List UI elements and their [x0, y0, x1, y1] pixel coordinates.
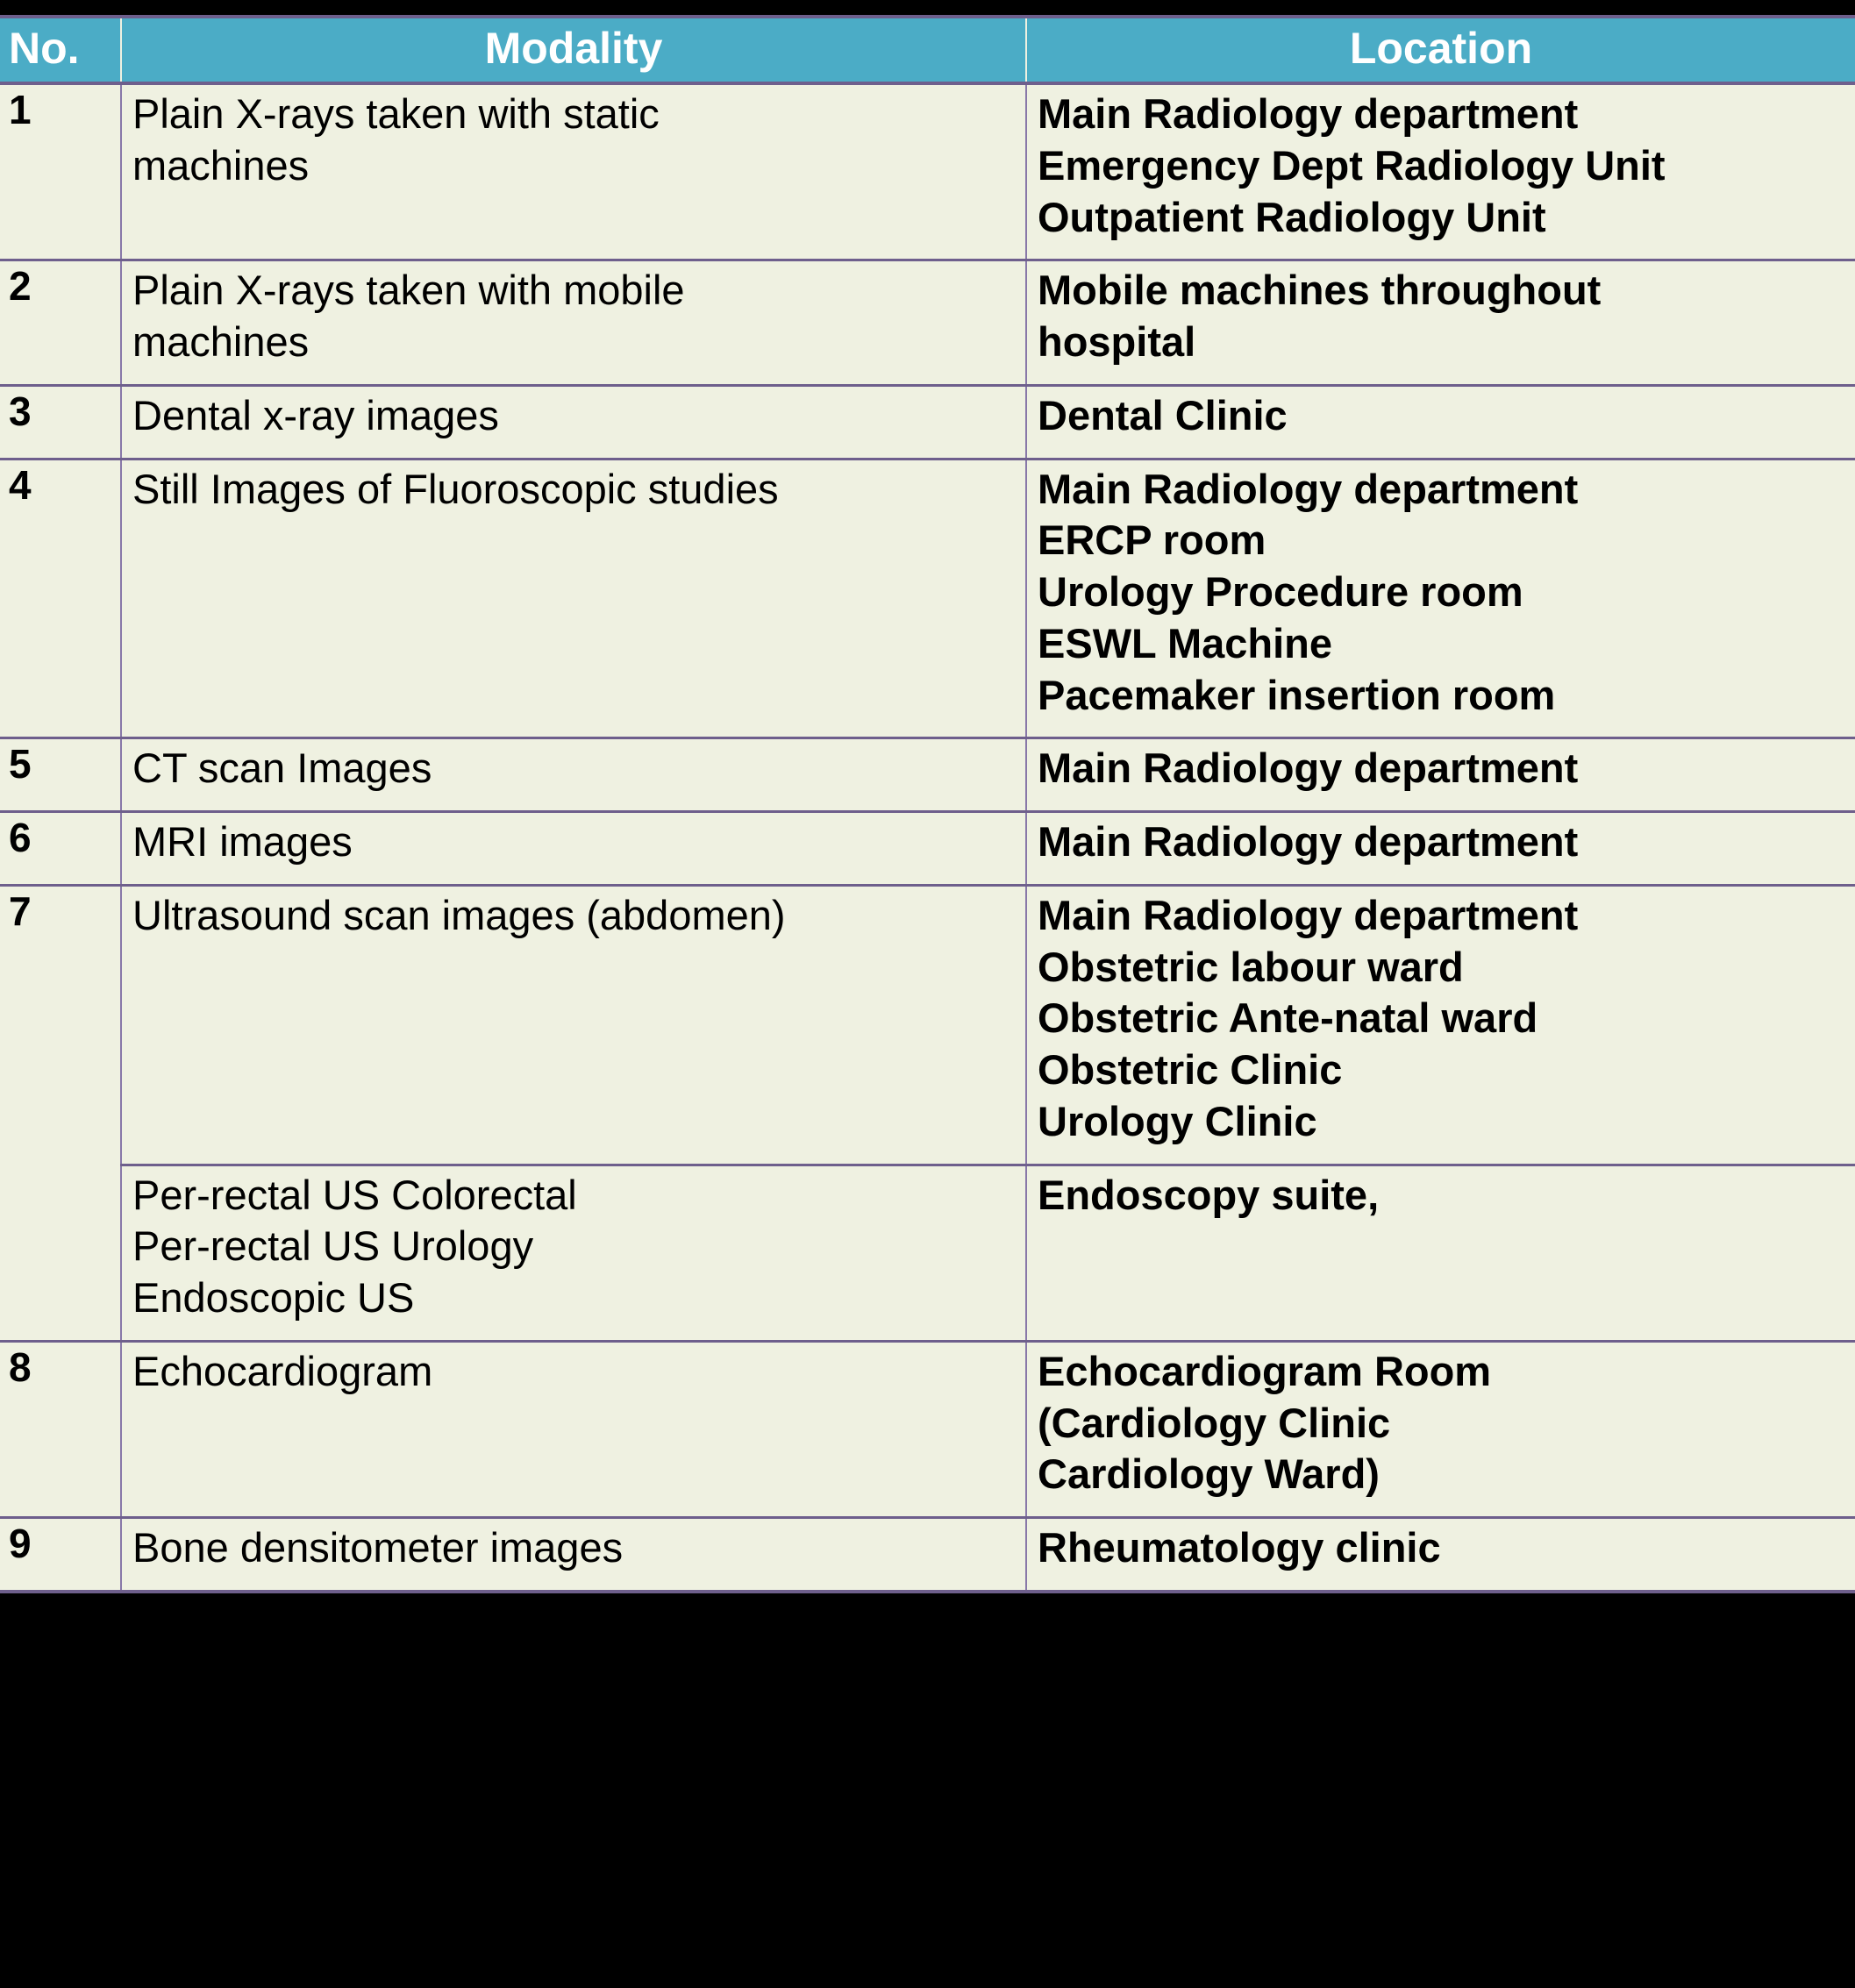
location-line: Main Radiology department: [1038, 891, 1579, 938]
modality-line: Still Images of Fluoroscopic studies: [132, 465, 779, 512]
location-line: Urology Procedure room: [1038, 568, 1523, 615]
modality-line: Per-rectal US Colorectal: [132, 1171, 577, 1218]
location-line: Obstetric Clinic: [1038, 1046, 1343, 1093]
modality-line: Echocardiogram: [132, 1347, 433, 1394]
modality-line: Plain X-rays taken with mobile: [132, 267, 685, 314]
location-line: Outpatient Radiology Unit: [1038, 193, 1546, 240]
location-line: Obstetric Ante-natal ward: [1038, 994, 1538, 1042]
cell-no: 5: [0, 737, 122, 812]
modality-line: Dental x-ray images: [132, 391, 499, 438]
modality-line: machines: [132, 141, 310, 189]
location-line: Cardiology Ward): [1038, 1450, 1380, 1498]
location-line: Emergency Dept Radiology Unit: [1038, 141, 1666, 189]
location-line: (Cardiology Clinic: [1038, 1399, 1391, 1446]
cell-modality: Echocardiogram: [121, 1339, 1027, 1518]
column-header-no: No.: [0, 17, 122, 85]
cell-location: Main Radiology department: [1026, 810, 1855, 886]
header-row: No. Modality Location: [0, 17, 1855, 85]
location-line: Main Radiology department: [1038, 465, 1579, 512]
location-line: Obstetric labour ward: [1038, 943, 1464, 990]
modality-line: Plain X-rays taken with static: [132, 90, 660, 137]
location-line: Main Radiology department: [1038, 90, 1579, 137]
cell-modality: Bone densitometer images: [121, 1515, 1027, 1592]
cell-location: Dental Clinic: [1026, 383, 1855, 459]
modality-line: Endoscopic US: [132, 1274, 415, 1321]
modality-line: MRI images: [132, 818, 353, 865]
column-header-modality: Modality: [121, 17, 1027, 85]
location-line: Urology Clinic: [1038, 1097, 1317, 1144]
location-line: Main Radiology department: [1038, 818, 1579, 865]
modality-line: Per-rectal US Urology: [132, 1222, 534, 1270]
location-line: ESWL Machine: [1038, 619, 1333, 666]
cell-no: 3: [0, 383, 122, 459]
cell-modality: Ultrasound scan images (abdomen): [121, 883, 1027, 1165]
location-line: Rheumatology clinic: [1038, 1524, 1441, 1571]
cell-location: Main Radiology department: [1026, 737, 1855, 812]
cell-no: 7: [0, 883, 122, 1342]
modality-line: machines: [132, 318, 310, 365]
cell-location: Endoscopy suite,: [1026, 1163, 1855, 1342]
location-line: Dental Clinic: [1038, 391, 1288, 438]
modality-line: CT scan Images: [132, 745, 432, 792]
location-line: ERCP room: [1038, 517, 1266, 564]
location-line: Mobile machines throughout: [1038, 267, 1602, 314]
modality-line: Bone densitometer images: [132, 1524, 624, 1571]
cell-modality: MRI images: [121, 810, 1027, 886]
table-header: No. Modality Location: [0, 17, 1855, 85]
cell-no: 9: [0, 1515, 122, 1592]
location-line: Echocardiogram Room: [1038, 1347, 1492, 1394]
cell-modality: Dental x-ray images: [121, 383, 1027, 459]
modality-line: Ultrasound scan images (abdomen): [132, 891, 786, 938]
cell-modality: CT scan Images: [121, 737, 1027, 812]
location-line: Endoscopy suite,: [1038, 1171, 1380, 1218]
cell-location: Rheumatology clinic: [1026, 1515, 1855, 1592]
location-line: hospital: [1038, 318, 1196, 365]
location-line: Pacemaker insertion room: [1038, 671, 1556, 718]
cell-no: 4: [0, 457, 122, 738]
cell-no: 1: [0, 82, 122, 260]
location-line: Main Radiology department: [1038, 745, 1579, 792]
cell-no: 6: [0, 810, 122, 886]
cell-modality: Still Images of Fluoroscopic studies: [121, 457, 1027, 738]
column-header-location: Location: [1026, 17, 1855, 85]
cell-no: 8: [0, 1339, 122, 1518]
cell-no: 2: [0, 259, 122, 386]
